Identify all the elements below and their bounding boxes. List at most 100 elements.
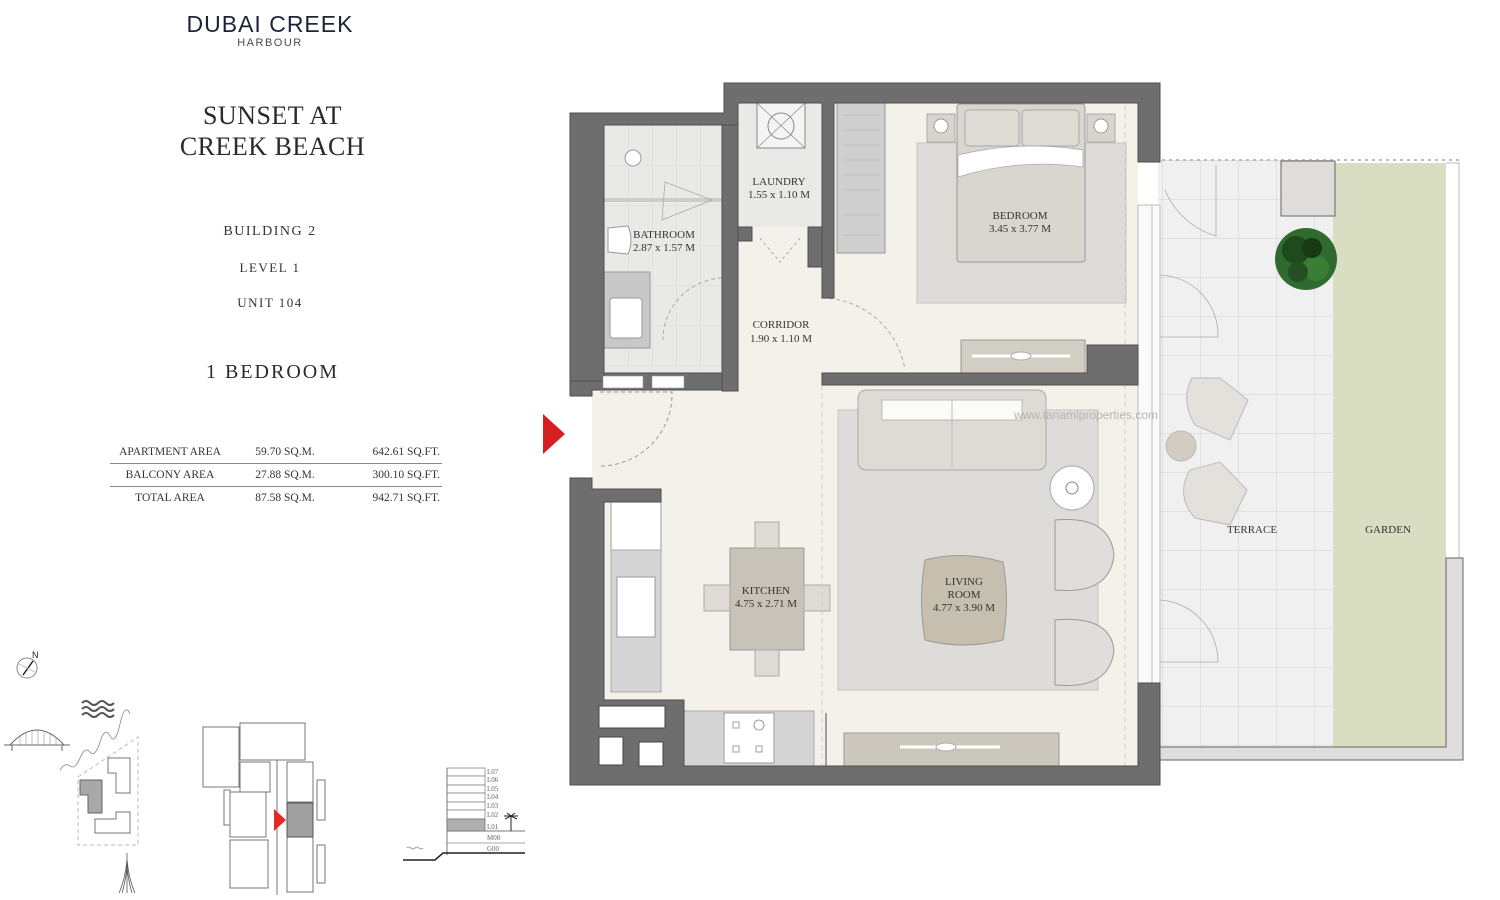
room-dims-kitchen: 4.75 x 2.71 M [735,598,797,610]
terrace-door-swing [1164,165,1217,237]
area-label: BALCONY AREA [110,463,230,487]
brand-name: DUBAI CREEK [186,11,354,37]
room-label-bedroom: BEDROOM [992,210,1047,222]
building-2-highlight [79,779,103,814]
site-key-plan [4,700,139,894]
level-label: G00 [487,845,500,853]
terrace-chair [1186,377,1249,441]
level-label: L05 [487,785,499,793]
laundry-door-swing [759,237,801,263]
armchair [1054,518,1115,592]
wardrobe [836,102,886,254]
window [602,375,644,389]
dining-chair [703,584,731,612]
dining-table [729,547,805,651]
room-label-terrace: TERRACE [1227,524,1277,536]
watermark: www.tanamiproperties.com [1013,408,1158,422]
level-section-diagram: L07 L06 L05 L04 L03 L02 L01 M00 G00 [403,767,525,861]
level-label: L02 [487,811,499,819]
level-label: L07 [487,768,499,776]
dining-chair [754,649,780,677]
water-waves-icon [81,700,115,718]
level-label: L04 [487,793,499,801]
tv-console [843,732,1060,767]
garden-railing [1446,162,1460,558]
bridge-icon [4,729,70,751]
dining-chair [754,521,780,549]
tree-icon [1275,228,1337,290]
brand-subtitle: HARBOUR [237,37,303,49]
entry-marker-icon [543,414,565,454]
dining-chair [803,584,831,612]
bed-blanket [957,145,1084,178]
terrace-door-swing [1159,599,1219,663]
utility-box [598,736,624,766]
room-label-living-2: ROOM [947,589,980,601]
unit-location-marker [274,809,286,831]
bedroom-type: 1 BEDROOM [205,361,339,383]
level-label: M00 [487,834,501,842]
area-sqft: 300.10 SQ.FT. [340,463,442,487]
room-label-garden: GARDEN [1365,524,1411,536]
building-label: BUILDING 2 [223,224,317,239]
level-label: L01 [487,823,499,831]
room-dims-bathroom: 2.87 x 1.57 M [633,242,695,254]
shoreline [59,709,131,771]
room-dims-corridor: 1.90 x 1.10 M [750,333,812,345]
planter-box [1280,160,1336,217]
project-title: SUNSET AT CREEK BEACH [150,100,395,162]
washbasin [609,297,643,339]
unit-highlight [286,802,314,838]
refrigerator [610,501,662,551]
site-boundary [77,736,139,846]
armchair [1054,618,1115,687]
area-row: TOTAL AREA 87.58 SQ.M. 942.71 SQ.FT. [110,487,442,510]
area-row: APARTMENT AREA 59.70 SQ.M. 642.61 SQ.FT. [110,441,442,464]
area-sqm: 59.70 SQ.M. [230,441,340,464]
shower-head [624,149,642,167]
project-title-line1: SUNSET AT [202,101,343,130]
area-sqm: 87.58 SQ.M. [255,492,315,504]
entrance-door-swing [599,391,673,467]
room-label-living-1: LIVING [945,576,983,588]
unit-label: UNIT 104 [237,295,303,310]
room-dims-bedroom: 3.45 x 3.77 M [989,223,1051,235]
utility-box [638,741,664,767]
project-title-line2: CREEK BEACH [179,132,366,161]
brand-logo: DUBAI CREEK HARBOUR [170,12,370,50]
area-sqft: 642.61 SQ.FT. [340,441,442,464]
area-label: TOTAL AREA [135,492,205,504]
utility-box [598,705,666,729]
room-label-laundry: LAUNDRY [752,176,805,188]
room-dims-living: 4.77 x 3.90 M [933,602,995,614]
terrace-chair [1183,461,1248,526]
bedroom-door-swing [821,297,906,371]
building-key-plan [202,722,326,895]
area-sqft: 942.71 SQ.FT. [372,492,440,504]
terrace-side-table [1165,430,1197,462]
window [651,375,685,389]
building-1-outline [107,757,131,794]
level-label: LEVEL 1 [239,260,301,275]
water-icon [406,846,424,850]
building-3-outline [94,811,131,834]
garden-area [1333,163,1446,747]
area-sqm: 27.88 SQ.M. [230,463,340,487]
room-label-kitchen: KITCHEN [742,585,790,597]
kitchen-sink [616,576,656,638]
compass-north-label: N [32,650,39,660]
burj-tower-icon [118,853,136,894]
level-label: L06 [487,776,499,784]
side-table [1049,465,1095,511]
level-label: L03 [487,802,499,810]
area-row: BALCONY AREA 27.88 SQ.M. 300.10 SQ.FT. [110,463,442,487]
terrace-door-swing [1159,274,1219,338]
room-label-bathroom: BATHROOM [633,229,695,241]
room-label-corridor: CORRIDOR [753,319,811,331]
cooktop-icon [723,712,775,764]
toilet [607,225,632,255]
palm-tree-icon [504,812,518,831]
compass-icon: N [16,650,39,679]
coffee-table [921,554,1007,646]
